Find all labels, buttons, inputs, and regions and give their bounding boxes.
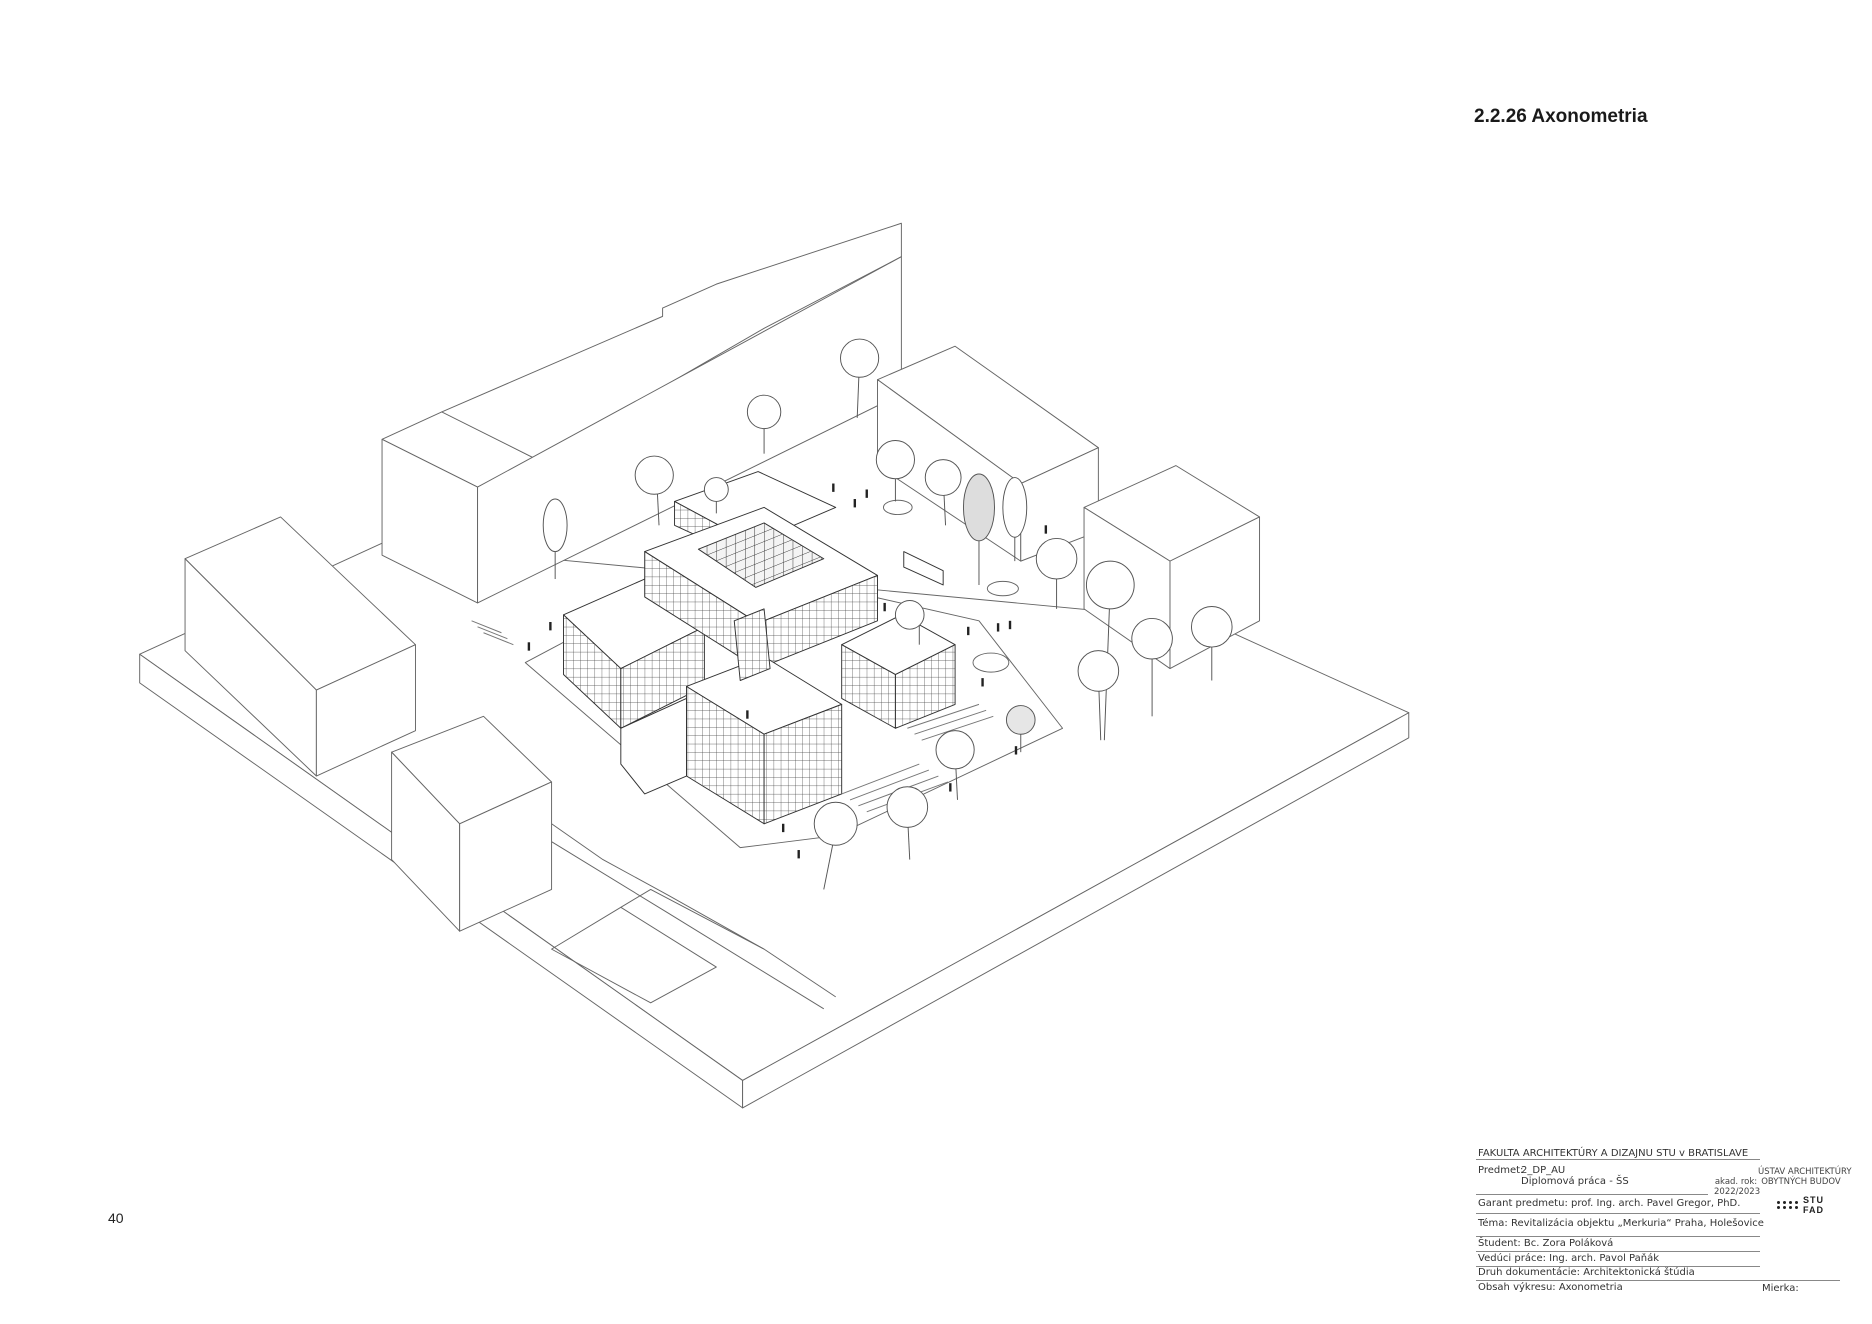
tree-icon xyxy=(886,786,929,860)
divider xyxy=(1476,1194,1708,1195)
tree-icon xyxy=(746,394,782,454)
logo-text: STU xyxy=(1803,1195,1824,1205)
documentation-type: Druh dokumentácie: Architektonická štúdi… xyxy=(1478,1267,1695,1278)
faculty-name: FAKULTA ARCHITEKTÚRY A DIZAJNU STU v BRA… xyxy=(1478,1148,1749,1159)
subject-name: Diplomová práca - ŠS xyxy=(1521,1176,1629,1187)
building-front-cube xyxy=(391,715,553,932)
academic-year-label: akad. rok: xyxy=(1714,1177,1758,1187)
supervisor: Vedúci práce: Ing. arch. Pavol Paňák xyxy=(1478,1253,1660,1264)
tree-icon xyxy=(935,730,975,800)
subject-code: 2_DP_AU xyxy=(1521,1165,1566,1176)
trees xyxy=(542,338,1233,890)
tree-icon xyxy=(894,600,925,645)
divider xyxy=(1476,1236,1760,1237)
divider xyxy=(1476,1251,1760,1252)
planter xyxy=(882,499,913,516)
tree-icon xyxy=(962,473,995,585)
people xyxy=(527,483,1048,859)
tree-icon xyxy=(1005,705,1036,753)
divider xyxy=(1476,1266,1760,1267)
tree-icon xyxy=(924,459,962,526)
planter xyxy=(972,652,1010,673)
stairs xyxy=(471,620,994,813)
tree-icon xyxy=(813,801,858,890)
building-back-long xyxy=(381,222,902,604)
building-left xyxy=(184,516,416,777)
scale-label: Mierka: xyxy=(1762,1283,1799,1294)
tree-icon xyxy=(1035,537,1078,609)
tree-icon xyxy=(703,477,729,514)
divider xyxy=(1476,1280,1840,1281)
tree-icon xyxy=(542,498,568,580)
logo-text: FAD xyxy=(1803,1205,1824,1215)
tree-icon xyxy=(1085,560,1135,741)
academic-year: akad. rok: 2022/2023 xyxy=(1714,1177,1761,1197)
logo-dots-icon xyxy=(1777,1201,1798,1209)
merkuria-complex xyxy=(563,471,956,825)
tree-icon xyxy=(1077,650,1120,741)
divider xyxy=(1476,1159,1760,1160)
divider xyxy=(1476,1213,1760,1214)
subject-label: Predmet: xyxy=(1478,1165,1524,1176)
drawing-content: Obsah výkresu: Axonometria xyxy=(1478,1282,1623,1293)
tree-icon xyxy=(634,455,674,526)
tree-icon xyxy=(875,440,915,502)
institute-line: OBYTNÝCH BUDOV xyxy=(1761,1177,1841,1187)
institute-name: ÚSTAV ARCHITEKTÚRY OBYTNÝCH BUDOV xyxy=(1758,1167,1852,1187)
ramp xyxy=(551,823,836,1010)
theme: Téma: Revitalizácia objektu „Merkuria“ P… xyxy=(1478,1218,1764,1229)
page-title: 2.2.26 Axonometria xyxy=(1474,106,1648,127)
guarantor: Garant predmetu: prof. Ing. arch. Pavel … xyxy=(1478,1198,1741,1209)
institute-line: ÚSTAV ARCHITEKTÚRY xyxy=(1758,1167,1852,1177)
student: Študent: Bc. Zora Poláková xyxy=(1478,1238,1614,1249)
tree-icon xyxy=(1002,477,1028,562)
tree-icon xyxy=(840,338,880,418)
academic-year-value: 2022/2023 xyxy=(1714,1187,1761,1197)
tree-icon xyxy=(1191,606,1233,681)
tree-icon xyxy=(1131,617,1173,717)
page-number: 40 xyxy=(108,1210,124,1226)
planter xyxy=(986,580,1019,597)
